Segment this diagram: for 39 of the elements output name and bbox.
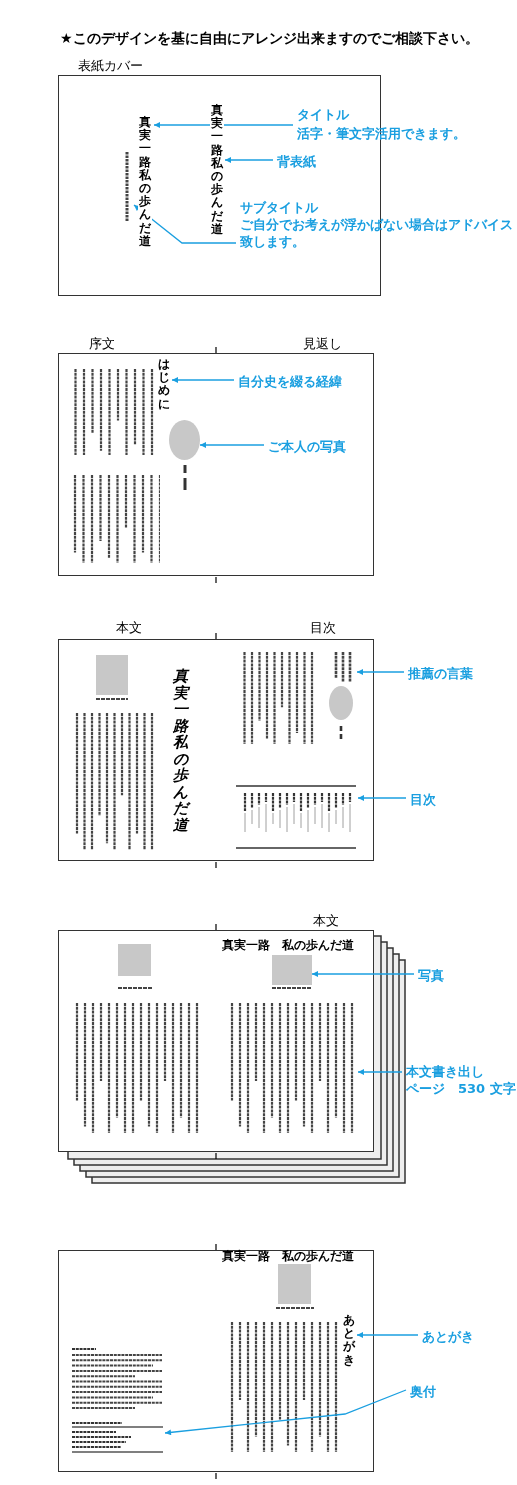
page-title: ★このデザインを基に自由にアレンジ出来ますのでご相談下さい。: [60, 30, 480, 48]
cover-title: 真実一路私の歩んだ道: [138, 116, 152, 248]
leader-arrow: [357, 1069, 403, 1075]
page-heading: 目次: [309, 619, 337, 637]
callout-label: ご本人の写真: [268, 438, 346, 455]
photo-placeholder: [118, 944, 151, 976]
leader-arrow: [356, 1332, 419, 1338]
leader-arrow: [133, 204, 237, 244]
calligraphy-title: 真実一路私の歩んだ道: [172, 668, 189, 833]
page-heading: 見返し: [301, 335, 343, 353]
section-heading: あとがき: [342, 1314, 356, 1367]
leader-arrow: [357, 795, 407, 801]
callout-label: 背表紙: [277, 153, 316, 170]
photo-placeholder: [272, 955, 312, 985]
callout-label: 自分史を綴る経緯: [238, 373, 342, 390]
leader-arrow: [356, 669, 405, 675]
callout-label: 写真: [418, 967, 444, 984]
callout-heading: サブタイトル: [240, 199, 318, 216]
page-heading: 本文: [115, 619, 143, 637]
section-heading: はじめに: [157, 358, 171, 411]
callout-label: あとがき: [422, 1328, 474, 1345]
running-header: 真実一路 私の歩んだ道: [222, 1249, 354, 1263]
page-heading: 表紙カバー: [76, 57, 144, 75]
leader-arrow: [199, 442, 265, 448]
leader-arrow: [153, 122, 294, 128]
leader-arrow: [164, 1389, 407, 1436]
callout-label: 奥付: [410, 1383, 436, 1400]
callout-label: 目次: [410, 791, 436, 808]
spine-title: 真実一路私の歩んだ道: [210, 104, 224, 236]
leader-arrow: [171, 377, 235, 383]
running-header: 真実一路 私の歩んだ道: [222, 938, 354, 952]
leader-arrow: [224, 157, 274, 163]
leader-arrow: [311, 971, 415, 977]
page-heading: 序文: [88, 335, 116, 353]
callout-label: 本文書き出しページ 530 文字: [406, 1063, 516, 1097]
page-heading: 本文: [312, 912, 340, 930]
callout-heading: タイトル: [297, 106, 349, 123]
photo-placeholder: [278, 1264, 311, 1304]
callout-label: 推薦の言葉: [408, 665, 473, 682]
